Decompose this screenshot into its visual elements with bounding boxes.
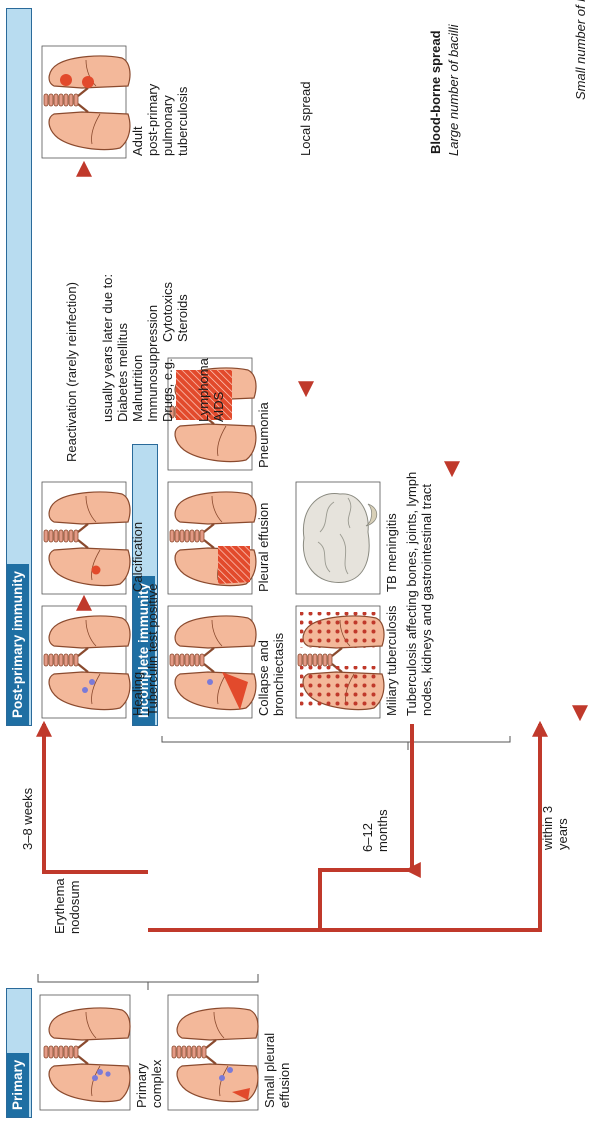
label-small-pleural-effusion: Small pleural effusion bbox=[262, 1033, 292, 1108]
label-small-bacilli: Small number of bacilli bbox=[573, 0, 588, 100]
label-small-pleural-effusion-line: effusion bbox=[277, 1033, 292, 1108]
timing-weeks: 3–8 weeks bbox=[20, 788, 35, 850]
lung-healing bbox=[42, 606, 130, 718]
label-adult-line: pulmonary bbox=[160, 84, 175, 156]
timing-months: 6–12 months bbox=[360, 809, 390, 852]
label-healing-line: Tuberculin test positive bbox=[145, 584, 160, 716]
reactivation-drug: Cytotoxics bbox=[160, 282, 175, 342]
label-adult-line: tuberculosis bbox=[175, 84, 190, 156]
timing-years: within 3 years bbox=[540, 806, 570, 850]
label-disseminated-line: Tuberculosis affecting bones, joints, ly… bbox=[404, 472, 419, 716]
incomplete-bracket bbox=[162, 736, 510, 750]
label-primary-complex-line: Primary bbox=[134, 1060, 149, 1108]
lung-adult-tuberculosis bbox=[42, 46, 130, 158]
label-miliary: Miliary tuberculosis bbox=[384, 605, 399, 716]
lung-pleural-effusion bbox=[168, 482, 256, 594]
brain-illustration bbox=[296, 482, 380, 594]
reactivation-drug: Steroids bbox=[175, 282, 190, 342]
label-collapse-line: bronchiectasis bbox=[271, 633, 286, 716]
label-disseminated-tuberculosis: Tuberculosis affecting bones, joints, ly… bbox=[404, 472, 434, 716]
label-disseminated-line: nodes, kidneys and gastrointestinal trac… bbox=[419, 472, 434, 716]
label-adult-tuberculosis: Adult post-primary pulmonary tuberculosi… bbox=[130, 84, 190, 156]
timing-months-line: months bbox=[375, 809, 390, 852]
label-pneumonia: Pneumonia bbox=[256, 402, 271, 468]
lung-calcification bbox=[42, 482, 130, 594]
reactivation-cause: Immunosuppression bbox=[145, 274, 160, 422]
label-large-bacilli: Large number of bacilli bbox=[446, 24, 461, 156]
reactivation-cause: Malnutrition bbox=[130, 274, 145, 422]
reactivation-drugs-label: Drugs, e.g. bbox=[160, 358, 175, 422]
label-calcification: Calcification bbox=[130, 522, 145, 592]
reactivation-drug-list: Cytotoxics Steroids bbox=[160, 282, 190, 342]
reactivation-other-item: AIDS bbox=[211, 358, 226, 422]
label-tb-meningitis: TB meningitis bbox=[384, 513, 399, 592]
lung-collapse bbox=[168, 606, 256, 718]
timing-years-line: years bbox=[555, 806, 570, 850]
reactivation-title: Reactivation (rarely reinfection) bbox=[64, 282, 79, 462]
label-primary-complex-line: complex bbox=[149, 1060, 164, 1108]
reactivation-other: Lymphoma AIDS bbox=[196, 358, 226, 422]
label-erythema-nodosum-line: Erythema bbox=[52, 878, 67, 934]
label-adult-line: Adult bbox=[130, 84, 145, 156]
lung-small-pleural-effusion bbox=[168, 995, 258, 1110]
label-collapse-line: Collapse and bbox=[256, 633, 271, 716]
reactivation-cause: usually years later due to: bbox=[100, 274, 115, 422]
label-erythema-nodosum: Erythema nodosum bbox=[52, 878, 82, 934]
band-primary-label: Primary bbox=[7, 1053, 29, 1117]
label-healing-line: Healing bbox=[130, 584, 145, 716]
label-healing: Healing Tuberculin test positive bbox=[130, 584, 160, 716]
label-erythema-nodosum-line: nodosum bbox=[67, 878, 82, 934]
lung-miliary bbox=[296, 606, 384, 718]
reactivation-other-item: Lymphoma bbox=[196, 358, 211, 422]
label-primary-complex: Primary complex bbox=[134, 1060, 164, 1108]
lung-primary-complex bbox=[40, 995, 130, 1110]
label-adult-line: post-primary bbox=[145, 84, 160, 156]
band-post-primary-label: Post-primary immunity bbox=[7, 564, 29, 725]
label-pleural-effusion: Pleural effusion bbox=[256, 503, 271, 592]
label-local-spread: Local spread bbox=[298, 82, 313, 156]
timing-years-line: within 3 bbox=[540, 806, 555, 850]
label-collapse: Collapse and bronchiectasis bbox=[256, 633, 286, 716]
timing-months-line: 6–12 bbox=[360, 809, 375, 852]
label-small-pleural-effusion-line: Small pleural bbox=[262, 1033, 277, 1108]
label-blood-borne-spread: Blood-borne spread bbox=[428, 30, 443, 154]
reactivation-cause: Diabetes mellitus bbox=[115, 274, 130, 422]
